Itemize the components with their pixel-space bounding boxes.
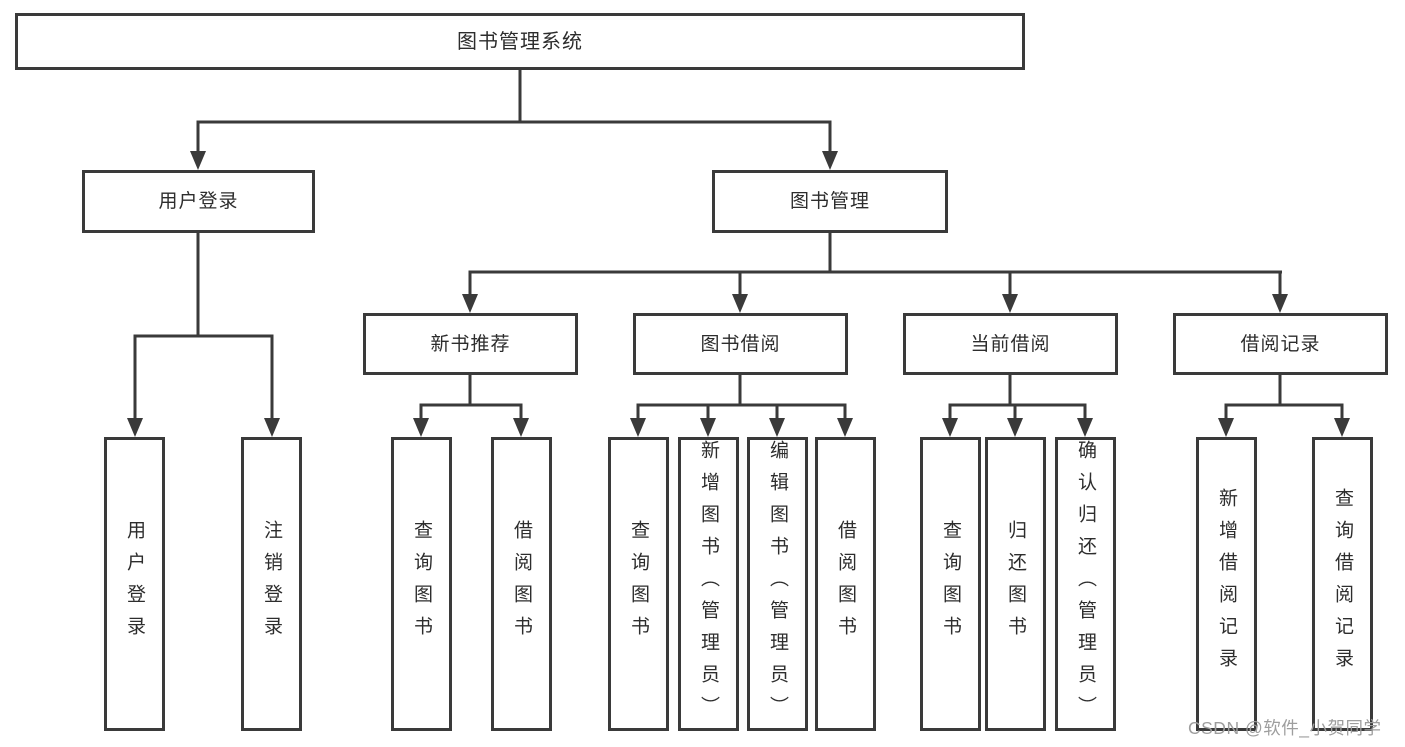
node-label: 借阅图书: [835, 520, 856, 648]
leaf-add-books-admin: 新增图书（管理员）: [678, 437, 739, 731]
node-book-management: 图书管理: [712, 170, 948, 233]
connector-records-to-leaves: [1218, 375, 1350, 437]
node-label: 当前借阅: [970, 333, 1051, 355]
leaf-return-books: 归还图书: [985, 437, 1046, 731]
leaf-add-borrow-record: 新增借阅记录: [1196, 437, 1257, 731]
leaf-user-login: 用户登录: [104, 437, 165, 731]
node-label: 用户登录: [124, 520, 145, 648]
connector-current-to-leaves: [942, 375, 1093, 437]
leaf-query-books-recommend: 查询图书: [391, 437, 452, 731]
node-library-management-system: 图书管理系统: [15, 13, 1025, 70]
node-label: 确认归还（管理员）: [1075, 440, 1096, 728]
node-label: 图书管理系统: [457, 30, 583, 53]
node-label: 归还图书: [1005, 520, 1026, 648]
connector-borrow-to-leaves: [630, 375, 853, 437]
csdn-watermark: CSDN @软件_小贺同学: [1188, 718, 1382, 738]
leaf-borrow-books: 借阅图书: [815, 437, 876, 731]
node-label: 图书管理: [789, 191, 870, 212]
node-borrowing-records: 借阅记录: [1173, 313, 1388, 375]
connector-management-to-level3: [462, 233, 1288, 313]
node-label: 新书推荐: [430, 333, 511, 355]
node-label: 查询图书: [628, 520, 649, 648]
leaf-query-books-current: 查询图书: [920, 437, 981, 731]
node-label: 编辑图书（管理员）: [767, 440, 788, 728]
node-new-book-recommendation: 新书推荐: [363, 313, 578, 375]
node-label: 借阅记录: [1240, 333, 1321, 355]
node-label: 图书借阅: [700, 333, 781, 355]
node-book-borrowing: 图书借阅: [633, 313, 848, 375]
connector-login-to-leaves: [127, 233, 280, 437]
node-label: 查询图书: [411, 520, 432, 648]
leaf-confirm-return-admin: 确认归还（管理员）: [1055, 437, 1116, 731]
leaf-logout: 注销登录: [241, 437, 302, 731]
leaf-query-books-borrow: 查询图书: [608, 437, 669, 731]
node-label: 新增图书（管理员）: [698, 440, 719, 728]
connector-recommend-to-leaves: [413, 375, 529, 437]
node-label: 注销登录: [261, 520, 282, 648]
node-label: 查询借阅记录: [1332, 488, 1353, 680]
node-label: 借阅图书: [511, 520, 532, 648]
node-label: 用户登录: [158, 191, 239, 212]
node-label: 查询图书: [940, 520, 961, 648]
node-user-login: 用户登录: [82, 170, 315, 233]
leaf-query-borrow-record: 查询借阅记录: [1312, 437, 1373, 731]
connector-root-to-level2: [190, 70, 838, 170]
leaf-borrow-books-recommend: 借阅图书: [491, 437, 552, 731]
node-label: 新增借阅记录: [1216, 488, 1237, 680]
node-current-borrowing: 当前借阅: [903, 313, 1118, 375]
leaf-edit-books-admin: 编辑图书（管理员）: [747, 437, 808, 731]
